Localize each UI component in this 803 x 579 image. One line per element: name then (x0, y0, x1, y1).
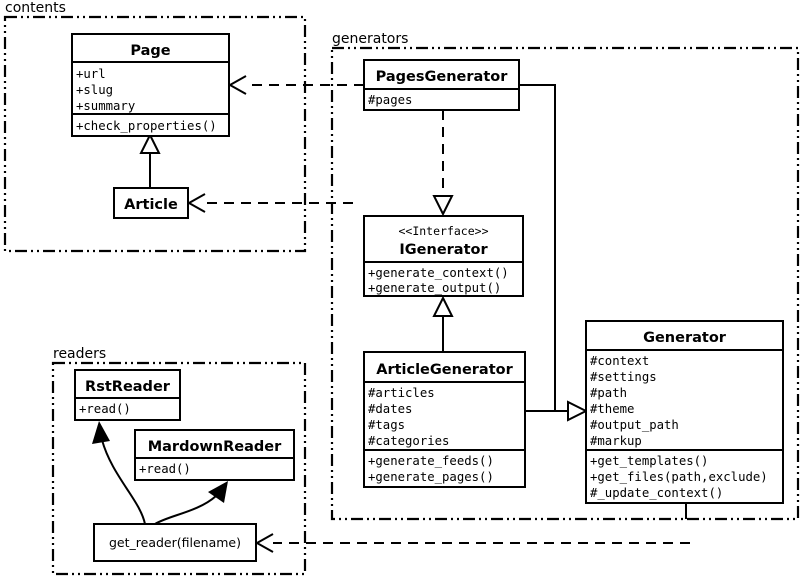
class-method: +get_templates() (590, 454, 708, 468)
class-method: +read() (79, 402, 131, 416)
class-method: +read() (139, 462, 191, 476)
class-attribute: #dates (368, 402, 412, 416)
class-attribute: #output_path (590, 418, 679, 432)
class-attribute: #articles (368, 386, 435, 400)
class-title-article-generator: ArticleGenerator (376, 362, 513, 378)
class-title-pages-generator: PagesGenerator (376, 69, 509, 85)
class-attribute: +slug (76, 83, 113, 97)
class-box-rst-reader[interactable]: RstReader +read() (74, 369, 181, 421)
class-attribute: #markup (590, 434, 642, 448)
function-box-get-reader[interactable]: get_reader(filename) (93, 523, 257, 562)
class-attribute: #tags (368, 418, 405, 432)
class-box-article-generator[interactable]: ArticleGenerator #articles #dates #tags … (363, 351, 526, 488)
class-attribute: #categories (368, 434, 449, 448)
class-title-generator: Generator (643, 330, 727, 346)
class-method: +generate_pages() (368, 470, 494, 484)
class-attribute: #context (590, 354, 649, 368)
class-title-igenerator: IGenerator (399, 242, 488, 258)
class-attribute: +url (76, 67, 106, 81)
class-method: +check_properties() (76, 119, 217, 133)
class-box-article[interactable]: Article (113, 187, 189, 219)
class-attribute: #settings (590, 370, 657, 384)
relationship-get-reader-returns-rstreader (92, 421, 146, 525)
package-label-readers: readers (53, 346, 106, 362)
relationship-articlegenerator-realizes-igenerator (432, 295, 454, 352)
class-method: +generate_output() (368, 281, 501, 295)
class-attribute: #theme (590, 402, 634, 416)
class-method: +get_files(path,exclude) (590, 470, 768, 484)
function-label-get-reader: get_reader(filename) (109, 535, 241, 550)
relationship-article-inherits-page (139, 132, 161, 188)
class-box-generator[interactable]: Generator #context #settings #path #them… (585, 320, 784, 504)
class-method: +generate_context() (368, 266, 509, 280)
class-method: #_update_context() (590, 486, 723, 500)
relationship-pagesgenerator-realizes-igenerator (432, 110, 454, 217)
class-title-mardown-reader: MardownReader (148, 439, 282, 455)
class-stereotype-igenerator: <<Interface>> (398, 224, 488, 238)
class-method: +generate_feeds() (368, 454, 494, 468)
class-title-page: Page (130, 43, 170, 59)
package-label-generators: generators (332, 31, 408, 47)
class-title-article: Article (124, 197, 178, 213)
class-box-pages-generator[interactable]: PagesGenerator #pages (363, 59, 520, 111)
package-label-contents: contents (5, 0, 66, 16)
class-attribute: #path (590, 386, 627, 400)
class-title-rst-reader: RstReader (85, 379, 171, 395)
package-border-readers (51, 361, 307, 576)
class-attribute: #pages (368, 93, 412, 107)
package-border-generators (330, 46, 800, 521)
class-box-page[interactable]: Page +url +slug +summary +check_properti… (71, 33, 230, 137)
class-box-mardown-reader[interactable]: MardownReader +read() (134, 429, 295, 481)
class-attribute: +summary (76, 99, 135, 113)
relationship-generators-inherit-generator (519, 84, 589, 422)
package-border-contents (3, 15, 307, 253)
class-box-igenerator[interactable]: <<Interface>> IGenerator +generate_conte… (363, 215, 524, 297)
relationship-get-reader-returns-mardownreader (154, 481, 228, 525)
